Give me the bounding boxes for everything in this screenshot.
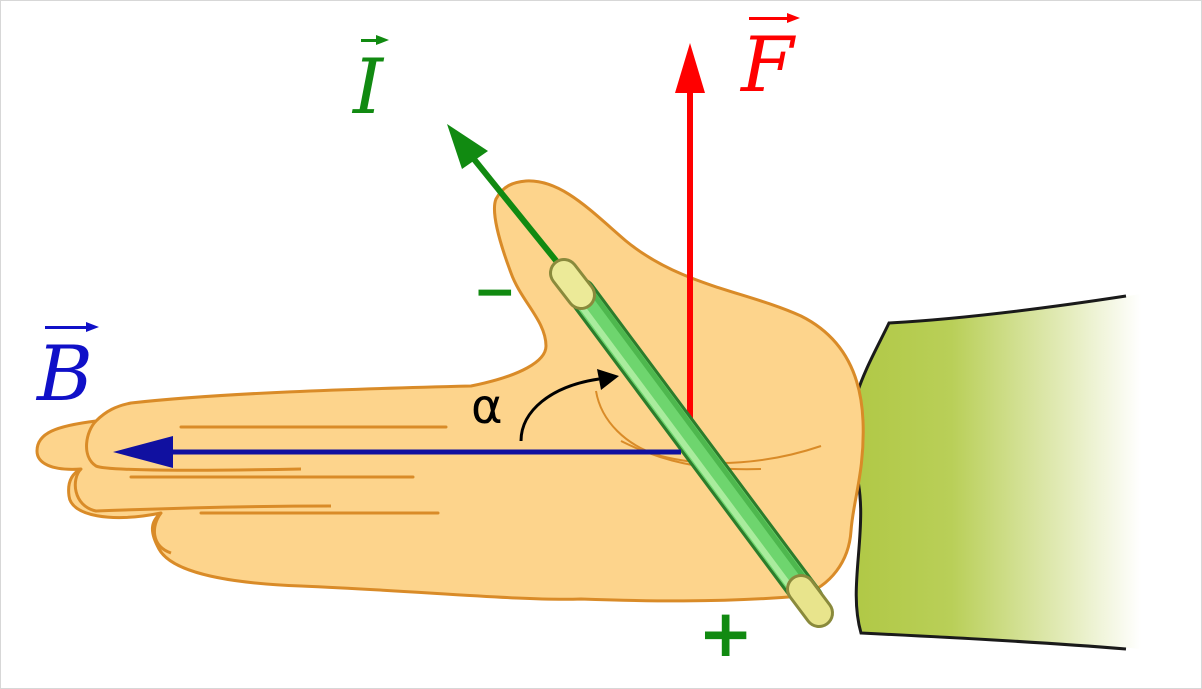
finger-outline-3 bbox=[152, 512, 172, 555]
palm-line-2 bbox=[620, 440, 762, 471]
vector-arrow-icon bbox=[749, 13, 800, 23]
field-label: B bbox=[37, 322, 99, 412]
field-label-text: B bbox=[37, 329, 93, 418]
angle-arc-arrowhead bbox=[597, 369, 619, 390]
minus-terminal-label: − bbox=[473, 262, 517, 322]
current-vector-arrowhead bbox=[447, 124, 488, 169]
hand-palm bbox=[35, 179, 865, 603]
force-label: F bbox=[741, 13, 800, 103]
current-vector-shaft bbox=[466, 151, 569, 275]
angle-label: α bbox=[471, 379, 503, 435]
plus-terminal-label: + bbox=[698, 595, 754, 672]
sleeve bbox=[849, 294, 1141, 649]
field-vector-arrowhead bbox=[113, 436, 173, 468]
force-label-text: F bbox=[741, 20, 794, 109]
vector-arrow-icon bbox=[45, 322, 99, 332]
palm-line-1 bbox=[595, 390, 822, 465]
force-vector-arrowhead bbox=[675, 43, 705, 93]
current-label-text: I bbox=[353, 42, 384, 131]
vector-arrow-icon bbox=[361, 35, 390, 45]
finger-outline-1 bbox=[85, 419, 302, 472]
angle-arc bbox=[519, 377, 600, 442]
conductor-rod bbox=[549, 258, 834, 628]
finger-outline-2 bbox=[73, 467, 332, 513]
current-label: I bbox=[353, 35, 390, 125]
